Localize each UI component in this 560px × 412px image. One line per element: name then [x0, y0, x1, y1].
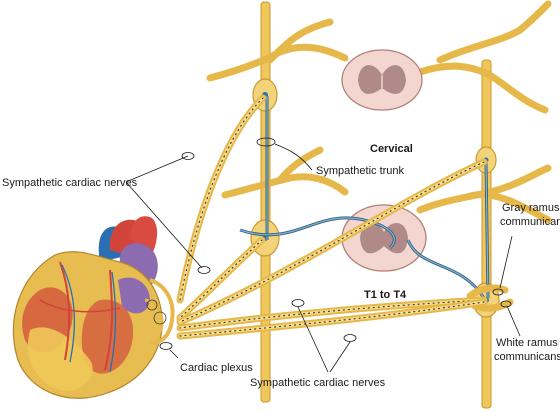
cardiac-nerve-3 — [176, 158, 488, 326]
label-sympathetic-cardiac-nerves-bottom: Sympathetic cardiac nerves — [250, 377, 386, 389]
leader-lines — [125, 137, 521, 373]
label-cervical: Cervical — [370, 143, 413, 155]
cardiac-nerve-4 — [176, 296, 488, 332]
label-sympathetic-trunk: Sympathetic trunk — [316, 165, 405, 177]
cardiac-plexus — [144, 278, 175, 345]
label-gray-ramus-line1: Gray ramus — [502, 202, 560, 214]
label-white-ramus-line1: White ramus — [496, 337, 558, 349]
preganglionic-fibers — [239, 96, 490, 299]
heart — [12, 216, 163, 399]
cardiac-nerve-1 — [176, 94, 267, 304]
cardiac-nerve-5 — [176, 298, 488, 340]
cervical-spinal-nerves — [206, 0, 552, 114]
rami-communicantes — [466, 284, 514, 312]
cardiac-nerve-2 — [176, 236, 266, 322]
label-white-ramus-line2: communicans — [494, 351, 560, 363]
label-sympathetic-cardiac-nerves-left: Sympathetic cardiac nerves — [2, 177, 138, 189]
label-cardiac-plexus: Cardiac plexus — [180, 362, 253, 374]
thoracic-spinal-nerves — [221, 146, 552, 224]
label-t1-to-t4: T1 to T4 — [364, 289, 407, 301]
cervical-spinal-cord — [341, 49, 423, 111]
thoracic-spinal-cord — [341, 204, 427, 272]
label-gray-ramus-line2: communicans — [500, 216, 560, 228]
